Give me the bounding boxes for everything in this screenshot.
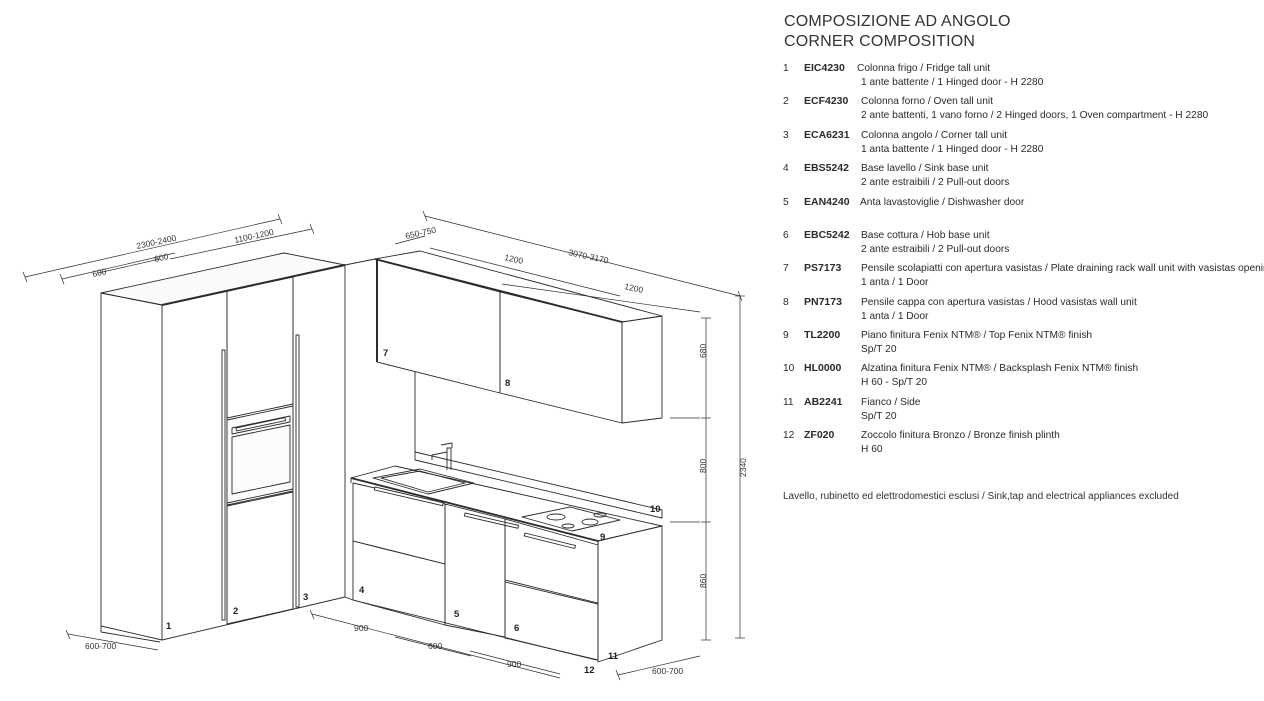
wall-unit-8 [499, 291, 623, 424]
item-code: EBS5242 [804, 162, 849, 174]
callout-12: 12 [584, 665, 595, 676]
dim-900-a: 900 [354, 623, 368, 633]
composition-title: COMPOSIZIONE AD ANGOLO CORNER COMPOSITIO… [784, 12, 1011, 51]
item-number: 4 [783, 163, 789, 174]
item-number: 10 [783, 363, 795, 374]
item-detail: H 60 [861, 443, 883, 455]
dim-650-750: 650-750 [404, 225, 437, 241]
callout-1: 1 [166, 621, 172, 632]
tall-units-side [100, 292, 163, 641]
wall-unit-side [621, 315, 663, 424]
tap [431, 442, 453, 470]
item-description: Base cottura / Hob base unit [861, 230, 990, 241]
item-description: Piano finitura Fenix NTM® / Top Fenix NT… [861, 330, 1093, 341]
item-description: Base lavello / Sink base unit [861, 163, 989, 174]
dim-600-c: 600 [428, 641, 442, 651]
wall-unit-7 [376, 259, 501, 394]
dim-2340: 2340 [738, 458, 748, 477]
item-code: HL0000 [804, 362, 842, 374]
backsplash-10 [414, 451, 663, 519]
item-number: 11 [783, 397, 794, 408]
title-italian: COMPOSIZIONE AD ANGOLO [784, 13, 1011, 30]
item-description: Colonna angolo / Corner tall unit [861, 130, 1008, 141]
hob [521, 506, 621, 532]
item-description: Fianco / Side [861, 397, 921, 408]
callout-4: 4 [359, 585, 365, 596]
callout-6: 6 [514, 623, 519, 634]
worktop-9 [350, 465, 663, 542]
dim-900-b: 900 [507, 659, 521, 669]
exclusions-note: Lavello, rubinetto ed elettrodomestici e… [783, 491, 1179, 502]
item-detail: Sp/T 20 [861, 410, 897, 422]
item-detail: 2 ante battenti, 1 vano forno / 2 Hinged… [861, 109, 1209, 121]
dim-600-700-left: 600-700 [85, 641, 116, 651]
item-code: AB2241 [804, 396, 843, 408]
item-detail: 2 ante estraibili / 2 Pull-out doors [861, 176, 1010, 188]
dim-800: 800 [698, 459, 708, 473]
corner-unit-handle [295, 334, 300, 608]
item-description: Pensile cappa con apertura vasistas / Ho… [861, 297, 1137, 308]
item-code: EBC5242 [804, 229, 850, 241]
callout-8: 8 [505, 378, 510, 389]
dim-860: 860 [698, 574, 708, 588]
dim-1200-b: 1200 [624, 281, 645, 295]
item-code: TL2200 [804, 329, 841, 341]
oven-column-upper-door [226, 276, 294, 419]
item-description: Colonna frigo / Fridge tall unit [857, 63, 991, 74]
item-number: 2 [783, 96, 789, 107]
oven-appliance [226, 405, 294, 504]
item-code: PS7173 [804, 262, 842, 274]
callout-5: 5 [454, 609, 460, 620]
item-description: Anta lavastoviglie / Dishwasher door [860, 197, 1025, 208]
dim-1200-a: 1200 [504, 252, 525, 266]
item-code: EAN4240 [804, 196, 850, 208]
hob-base-unit-6 [504, 518, 599, 604]
item-number: 8 [783, 297, 789, 308]
item-description: Zoccolo finitura Bronzo / Bronze finish … [861, 430, 1060, 441]
dim-2300-2400: 2300-2400 [135, 233, 177, 251]
callout-3: 3 [303, 592, 308, 603]
item-code: PN7173 [804, 296, 842, 308]
item-detail: 1 anta / 1 Door [861, 310, 929, 322]
item-description: Pensile scolapiatti con apertura vasista… [861, 263, 1264, 274]
item-detail: 2 ante estraibili / 2 Pull-out doors [861, 243, 1010, 255]
item-code: ZF020 [804, 429, 835, 441]
dim-3070-3170: 3070-3170 [568, 247, 610, 265]
dim-1100-1200: 1100-1200 [233, 227, 274, 245]
dim-680: 680 [698, 344, 708, 358]
item-number: 6 [783, 230, 789, 241]
item-detail: 1 ante battente / 1 Hinged door - H 2280 [861, 76, 1044, 88]
item-code: ECF4230 [804, 95, 849, 107]
dim-600-700-right: 600-700 [652, 666, 683, 676]
callout-7: 7 [383, 348, 388, 359]
callout-2: 2 [233, 606, 238, 617]
item-detail: 1 anta battente / 1 Hinged door - H 2280 [861, 143, 1044, 155]
callout-11: 11 [608, 651, 619, 662]
side-panel-11 [597, 525, 663, 663]
item-number: 1 [783, 63, 789, 74]
item-description: Alzatina finitura Fenix NTM® / Backsplas… [861, 363, 1139, 374]
item-number: 12 [783, 430, 795, 441]
fridge-handle [221, 349, 226, 621]
item-number: 9 [783, 330, 789, 341]
item-number: 7 [783, 263, 789, 274]
kitchen-corner-drawing: 2300-2400 600 600 1100-1200 650-750 3070… [22, 210, 748, 681]
dim-600-a: 600 [153, 251, 169, 264]
callout-9: 9 [600, 532, 605, 543]
item-number: 3 [783, 130, 789, 141]
item-code: EIC4230 [804, 62, 845, 74]
sink [372, 468, 475, 495]
title-english: CORNER COMPOSITION [784, 32, 976, 50]
item-number: 5 [783, 197, 789, 208]
item-detail: Sp/T 20 [861, 343, 897, 355]
dim-600-b: 600 [91, 266, 107, 279]
item-detail: 1 anta / 1 Door [861, 276, 929, 288]
tall-units-top [100, 252, 346, 306]
item-detail: H 60 - Sp/T 20 [861, 376, 928, 388]
item-description: Colonna forno / Oven tall unit [861, 96, 993, 107]
item-code: ECA6231 [804, 129, 850, 141]
oven-column-lower-door [226, 491, 294, 625]
plinth-12 [352, 599, 597, 661]
callout-10: 10 [650, 504, 661, 515]
